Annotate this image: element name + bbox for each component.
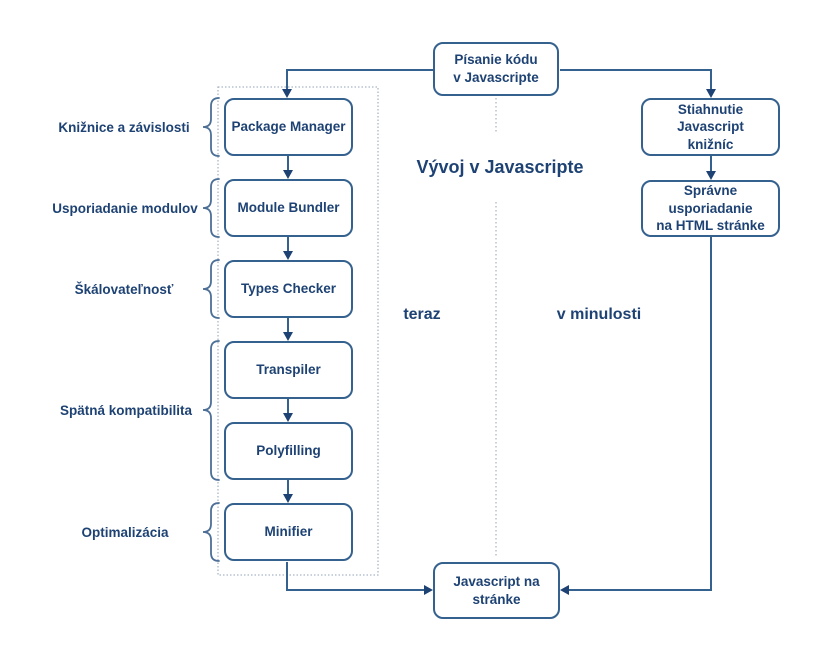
dotted-group-frame (217, 86, 379, 576)
node-package-manager: Package Manager (224, 98, 353, 156)
side-label-scalability: Škálovateľnosť (74, 282, 174, 297)
arrow-left-icon (560, 585, 569, 595)
node-line: na HTML stránke (656, 218, 765, 234)
node-label: Package Manager (231, 119, 346, 135)
brace-icon (202, 178, 220, 238)
arrow-down-icon (282, 89, 292, 98)
arrow-down-icon (283, 170, 293, 179)
brace-icons (202, 97, 220, 562)
node-line: Javascript na (453, 573, 540, 589)
node-label: Module Bundler (237, 200, 340, 216)
arrow-down-icon (283, 494, 293, 503)
column-label-past: v minulosti (556, 306, 642, 323)
node-line: knižníc (687, 136, 734, 152)
node-line: v Javascripte (453, 70, 539, 85)
node-label: Minifier (264, 524, 313, 540)
node-label: Transpiler (256, 362, 321, 378)
node-download-libraries: Stiahnutie Javascript knižníc (641, 98, 780, 156)
node-line: Písanie kódu (454, 52, 538, 68)
node-module-bundler: Module Bundler (224, 179, 353, 237)
arrow-down-icon (283, 413, 293, 422)
node-line: stránke (472, 591, 521, 607)
node-label: Types Checker (240, 281, 337, 297)
node-html-ordering: Správne usporiadanie na HTML stránke (641, 180, 780, 237)
node-transpiler: Transpiler (224, 341, 353, 399)
brace-icon (202, 340, 220, 481)
brace-icon (202, 502, 220, 562)
side-label-backward-compat: Spätná kompatibilita (59, 403, 193, 418)
diagram-title: Vývoj v Javascripte (400, 156, 600, 178)
brace-icon (202, 259, 220, 319)
column-label-now: teraz (403, 306, 441, 323)
node-label: Polyfilling (256, 443, 321, 459)
node-line: Správne usporiadanie (668, 183, 753, 216)
arrow-down-icon (706, 171, 716, 180)
node-types-checker: Types Checker (224, 260, 353, 318)
node-writing-code: Písanie kódu v Javascripte (433, 42, 559, 96)
side-label-optimization: Optimalizácia (81, 525, 169, 540)
node-polyfilling: Polyfilling (224, 422, 353, 480)
node-javascript-on-page: Javascript na stránke (433, 562, 560, 619)
node-minifier: Minifier (224, 503, 353, 561)
connector-lines (286, 69, 712, 591)
arrow-down-icon (283, 251, 293, 260)
arrowheads (282, 89, 716, 595)
side-label-libraries: Knižnice a závislosti (58, 120, 190, 135)
brace-icon (202, 97, 220, 157)
arrow-down-icon (283, 332, 293, 341)
arrow-right-icon (424, 585, 433, 595)
node-line: Stiahnutie Javascript (677, 101, 744, 135)
arrow-down-icon (706, 89, 716, 98)
side-label-modules: Usporiadanie modulov (52, 201, 198, 216)
